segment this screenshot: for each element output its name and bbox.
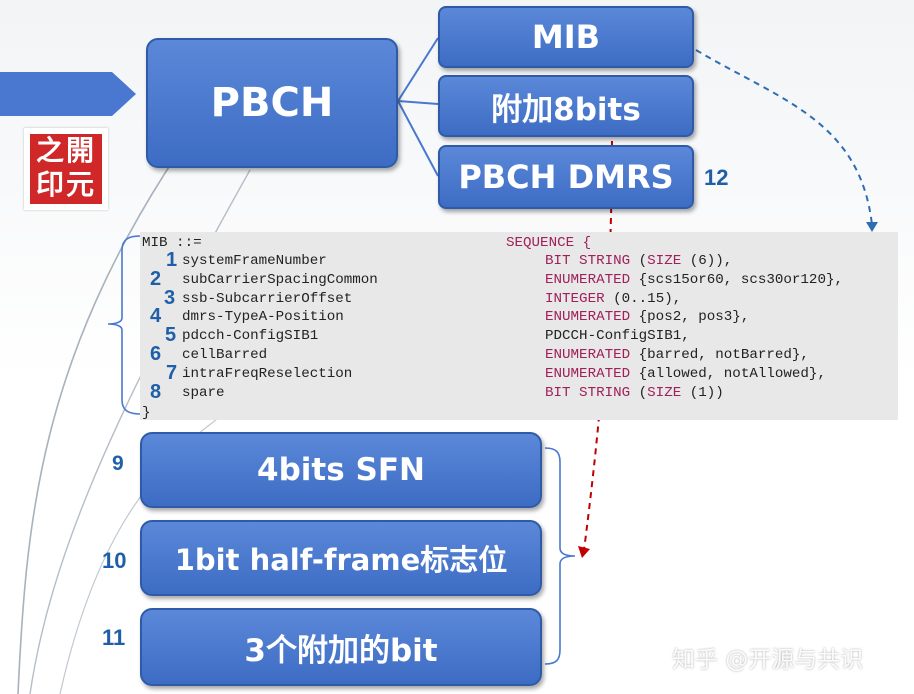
connector-mib bbox=[397, 37, 439, 102]
field-number: 4 bbox=[150, 305, 162, 328]
field-number: 6 bbox=[150, 343, 162, 365]
left-arrow-banner bbox=[0, 72, 136, 116]
number-9: 9 bbox=[112, 452, 124, 475]
pbch-label: PBCH bbox=[210, 80, 334, 126]
extra8-dashed-arrow bbox=[583, 129, 613, 551]
pbch-dmrs-box[interactable]: PBCH DMRS bbox=[438, 145, 694, 209]
field-number: 7 bbox=[166, 361, 178, 384]
code-header-type: SEQUENCE { bbox=[506, 235, 592, 251]
field-type: ENUMERATED {allowed, notAllowed}, bbox=[545, 365, 826, 382]
extra8bits-label: 附加8bits bbox=[491, 91, 641, 128]
field-type: ENUMERATED {scs15or60, scs30or120}, bbox=[545, 271, 843, 288]
field-name: subCarrierSpacingCommon bbox=[182, 271, 378, 288]
extra-3bits-label: 3个附加的bit bbox=[244, 632, 438, 669]
field-name: cellBarred bbox=[182, 347, 268, 363]
sfn-4bits-box[interactable]: 4bits SFN bbox=[140, 432, 542, 508]
field-type: BIT STRING (SIZE (1)) bbox=[545, 384, 724, 401]
field-name: spare bbox=[182, 384, 225, 401]
field-number: 3 bbox=[164, 286, 176, 309]
extra8-arrowhead bbox=[578, 546, 590, 558]
code-closing-brace: } bbox=[142, 405, 151, 421]
number-10: 10 bbox=[102, 548, 127, 573]
mib-label: MIB bbox=[531, 18, 601, 56]
field-type: ENUMERATED {barred, notBarred}, bbox=[545, 347, 809, 363]
connector-dmrs bbox=[397, 100, 439, 177]
field-name: intraFreqReselection bbox=[182, 365, 353, 382]
field-number: 5 bbox=[165, 324, 177, 347]
field-name: ssb-SubcarrierOffset bbox=[182, 290, 353, 307]
sfn-4bits-label: 4bits SFN bbox=[257, 452, 425, 488]
mib-asn1-code-block bbox=[140, 232, 898, 420]
number-12: 12 bbox=[704, 165, 729, 190]
field-type: ENUMERATED {pos2, pos3}, bbox=[545, 309, 750, 326]
field-type: PDCCH-ConfigSIB1, bbox=[545, 328, 690, 345]
field-number: 2 bbox=[150, 267, 162, 290]
deco-curve bbox=[17, 149, 181, 694]
mib-arrowhead bbox=[866, 222, 878, 232]
code-brace bbox=[107, 235, 141, 415]
bottom-brace bbox=[544, 447, 576, 665]
pbch-dmrs-label: PBCH DMRS bbox=[458, 158, 674, 196]
field-number: 1 bbox=[166, 249, 178, 271]
code-header-name: MIB ::= bbox=[142, 235, 202, 251]
field-name: systemFrameNumber bbox=[182, 253, 327, 269]
field-type: BIT STRING (SIZE (6)), bbox=[545, 253, 733, 269]
field-name: dmrs-TypeA-Position bbox=[182, 309, 344, 326]
number-11: 11 bbox=[102, 625, 126, 650]
mib-box[interactable]: MIB bbox=[438, 6, 694, 68]
field-type: INTEGER (0..15), bbox=[545, 290, 682, 307]
half-frame-box[interactable]: 1bit half-frame标志位 bbox=[140, 520, 542, 596]
stamp-logo: 之開印元 bbox=[24, 128, 108, 210]
half-frame-label: 1bit half-frame标志位 bbox=[174, 543, 508, 577]
field-name: pdcch-ConfigSIB1 bbox=[182, 328, 319, 345]
watermark: 知乎 @开源与共识 bbox=[672, 647, 864, 673]
stamp-text: 之開印元 bbox=[30, 134, 102, 204]
pbch-box[interactable]: PBCH bbox=[146, 38, 398, 168]
connector-extra8 bbox=[397, 100, 439, 105]
field-number: 8 bbox=[150, 380, 162, 403]
mib-dashed-arrow bbox=[695, 49, 873, 226]
extra-3bits-box[interactable]: 3个附加的bit bbox=[140, 608, 542, 686]
extra8bits-box[interactable]: 附加8bits bbox=[438, 75, 694, 137]
